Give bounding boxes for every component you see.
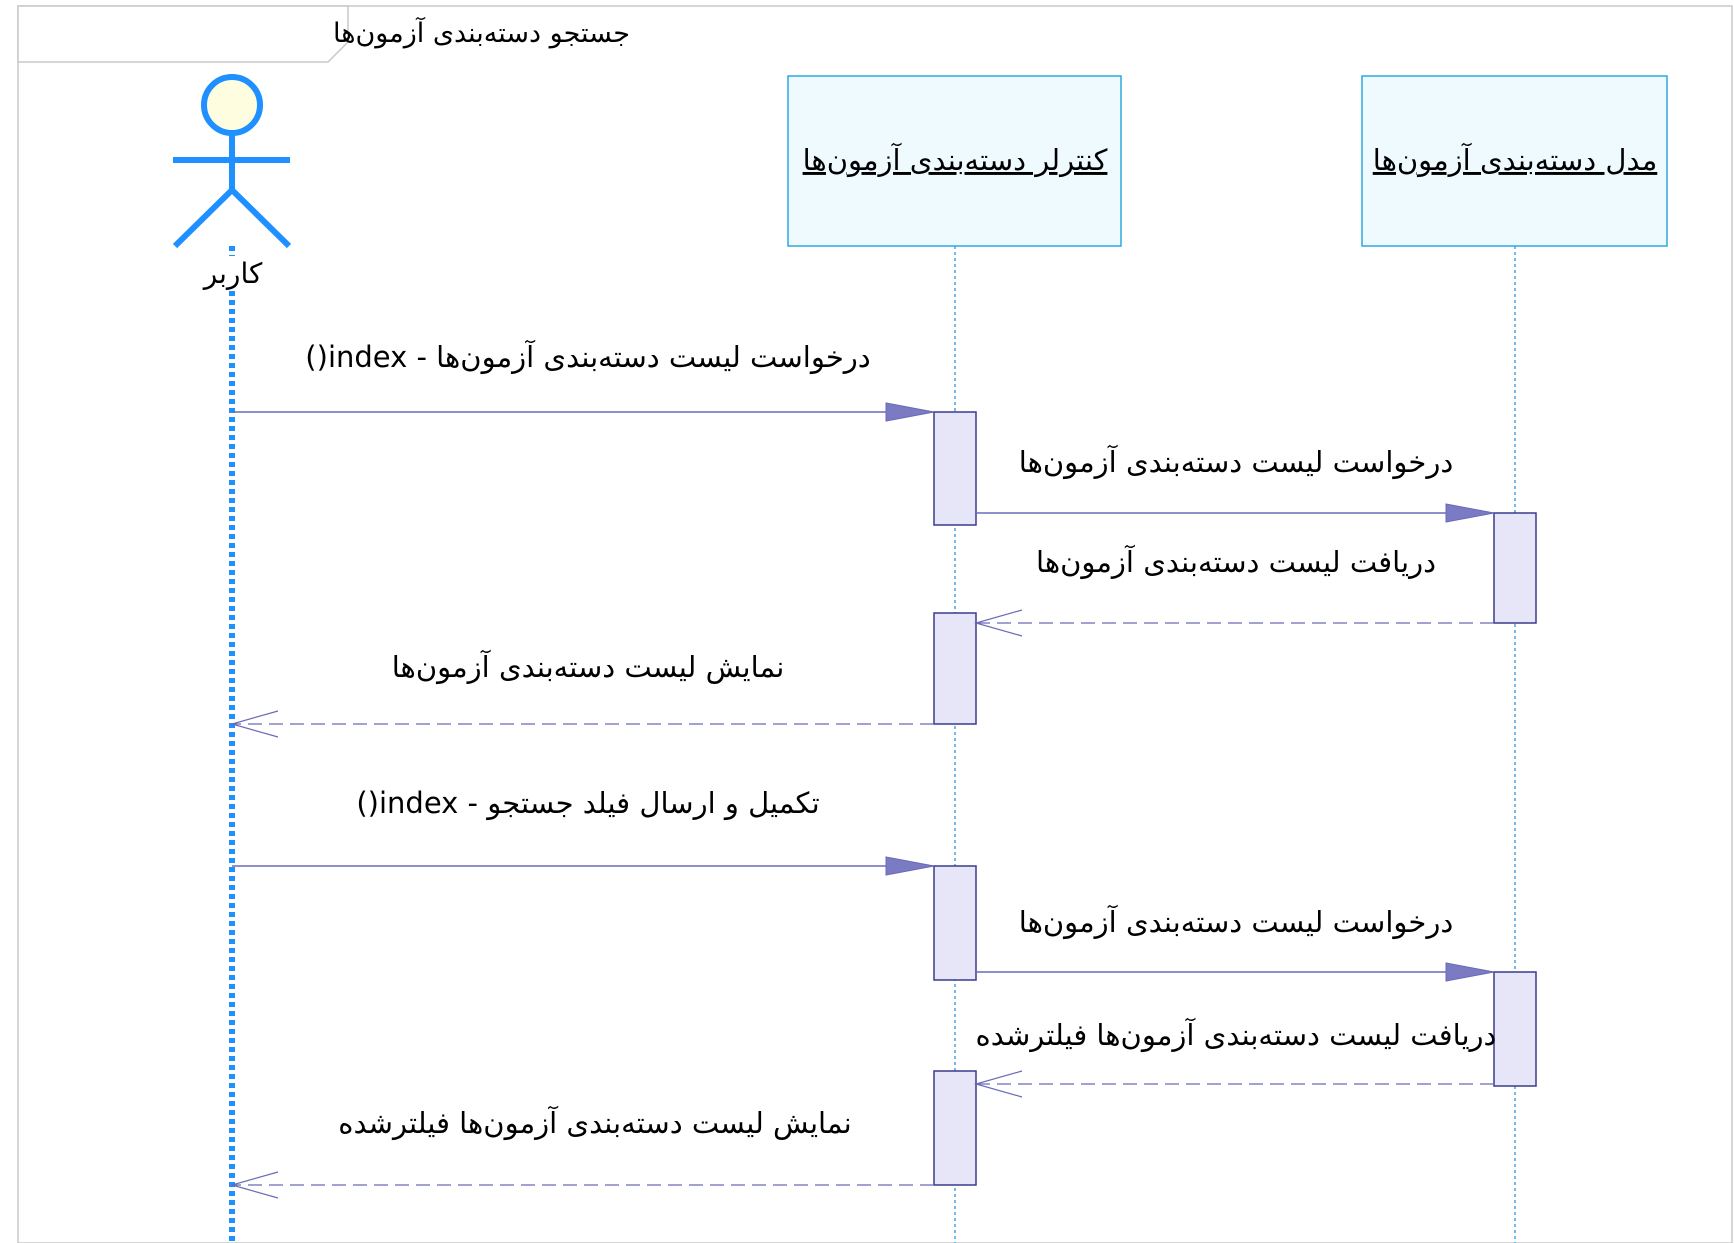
sync-arrowhead: [1445, 962, 1495, 982]
actor-name-bg: [198, 256, 268, 290]
message-6: درخواست لیست دسته‌بندی آزمون‌ها: [976, 904, 1495, 982]
actor-icon: [172, 74, 292, 249]
return-arrowhead: [973, 609, 1023, 637]
model-object-label: مدل دسته‌بندی آزمون‌ها: [1373, 142, 1658, 177]
message-label: درخواست لیست دسته‌بندی آزمون‌ها: [1019, 444, 1454, 479]
model-participant: مدل دسته‌بندی آزمون‌ها: [1361, 75, 1668, 1243]
message-label: درخواست لیست دسته‌بندی آزمون‌ها: [1019, 904, 1454, 939]
return-arrowhead: [229, 1171, 279, 1199]
sync-arrowhead: [1445, 503, 1495, 523]
message-4: نمایش لیست دسته‌بندی آزمون‌ها: [229, 649, 934, 738]
message-3: دریافت لیست دسته‌بندی آزمون‌ها: [973, 544, 1494, 637]
diagram-frame: جستجو دسته‌بندی آزمون‌ها: [17, 5, 1733, 1243]
actor-left-leg: [172, 187, 235, 249]
message-label: دریافت لیست دسته‌بندی آزمون‌ها: [1036, 544, 1436, 579]
sync-arrowhead: [885, 402, 935, 422]
return-arrowhead: [973, 1070, 1023, 1098]
activation-controller-4: [933, 1070, 977, 1186]
controller-object-label: کنترلر دسته‌بندی آزمون‌ها: [803, 142, 1108, 177]
activation-model-2: [1493, 971, 1537, 1087]
controller-object-box: [787, 75, 1122, 247]
actor-name: کاربر: [202, 257, 263, 290]
message-label: دریافت لیست دسته‌بندی آزمون‌ها فیلترشده: [976, 1017, 1497, 1052]
activation-model-1: [1493, 512, 1537, 624]
activation-controller-1: [933, 411, 977, 526]
actor-user: کاربر: [172, 74, 292, 1243]
actor-head: [201, 74, 263, 136]
message-1: درخواست لیست دسته‌بندی آزمون‌ها - index(…: [232, 339, 935, 422]
message-label: نمایش لیست دسته‌بندی آزمون‌ها: [392, 649, 785, 684]
activation-bars: [933, 411, 1537, 1186]
actor-right-leg: [229, 187, 292, 249]
message-5: تکمیل و ارسال فیلد جستجو - index(): [232, 786, 935, 876]
message-label: نمایش لیست دسته‌بندی آزمون‌ها فیلترشده: [338, 1105, 851, 1140]
frame-title: جستجو دسته‌بندی آزمون‌ها: [333, 17, 630, 49]
frame-title-tab: [17, 5, 349, 63]
model-object-box: [1361, 75, 1668, 247]
message-7: دریافت لیست دسته‌بندی آزمون‌ها فیلترشده: [973, 1017, 1497, 1098]
controller-participant: کنترلر دسته‌بندی آزمون‌ها: [787, 75, 1122, 1243]
sync-arrowhead: [885, 856, 935, 876]
activation-controller-3: [933, 865, 977, 981]
message-8: نمایش لیست دسته‌بندی آزمون‌ها فیلترشده: [229, 1105, 934, 1199]
frame-border: [17, 5, 1733, 1243]
return-arrowhead: [229, 710, 279, 738]
message-label: تکمیل و ارسال فیلد جستجو - index(): [356, 786, 819, 820]
activation-controller-2: [933, 612, 977, 725]
message-2: درخواست لیست دسته‌بندی آزمون‌ها: [976, 444, 1495, 523]
message-label: درخواست لیست دسته‌بندی آزمون‌ها - index(…: [305, 339, 870, 374]
